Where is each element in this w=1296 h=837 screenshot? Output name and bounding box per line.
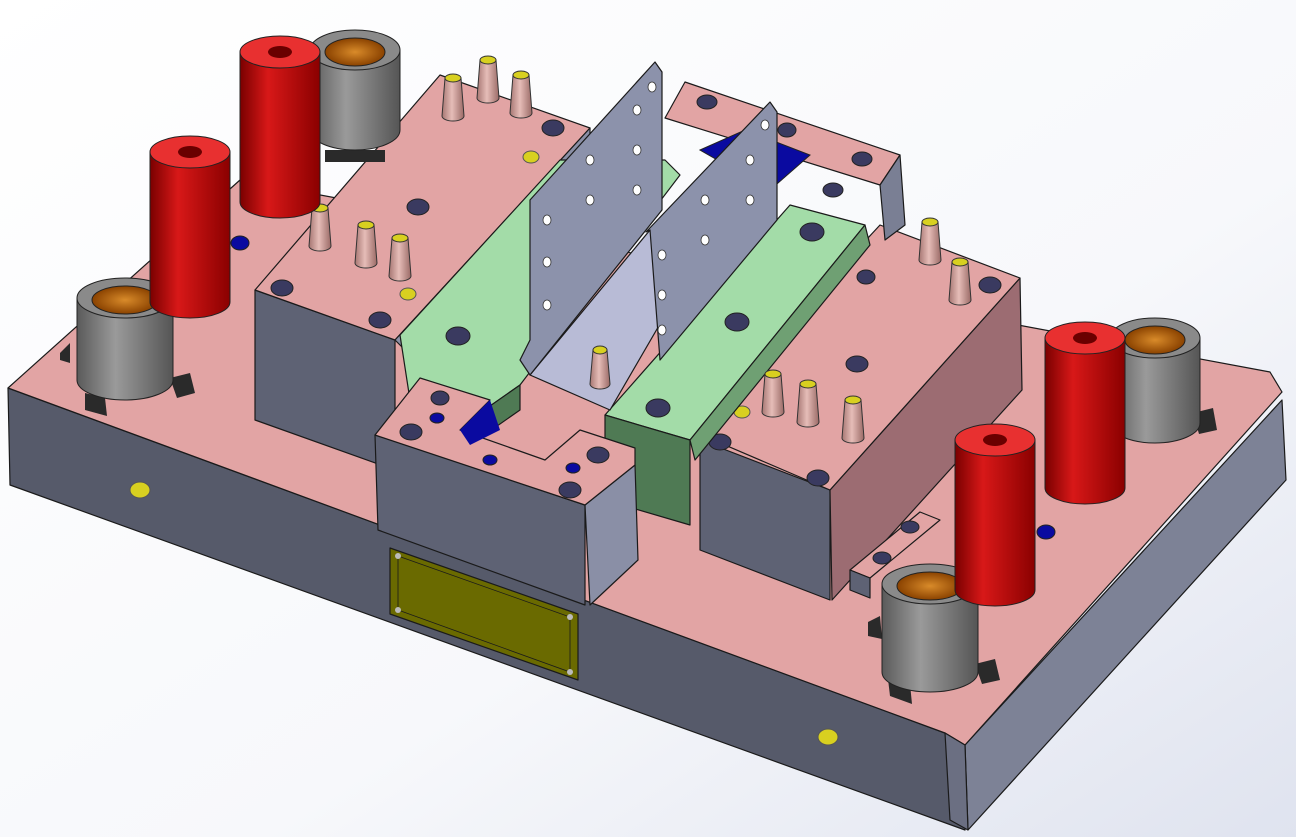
die-block[interactable] [849,511,941,599]
formed-part [519,61,778,411]
die-block[interactable] [374,377,639,606]
pilot-pin [308,55,972,444]
nameplate [389,547,579,681]
forming-insert[interactable] [604,204,871,526]
die-block[interactable] [664,81,906,241]
guide-post [149,35,1126,607]
dowel-hole [817,728,839,746]
dowel-hole [129,481,151,499]
guide-bushing [60,29,1217,704]
die-block[interactable] [689,224,1056,601]
